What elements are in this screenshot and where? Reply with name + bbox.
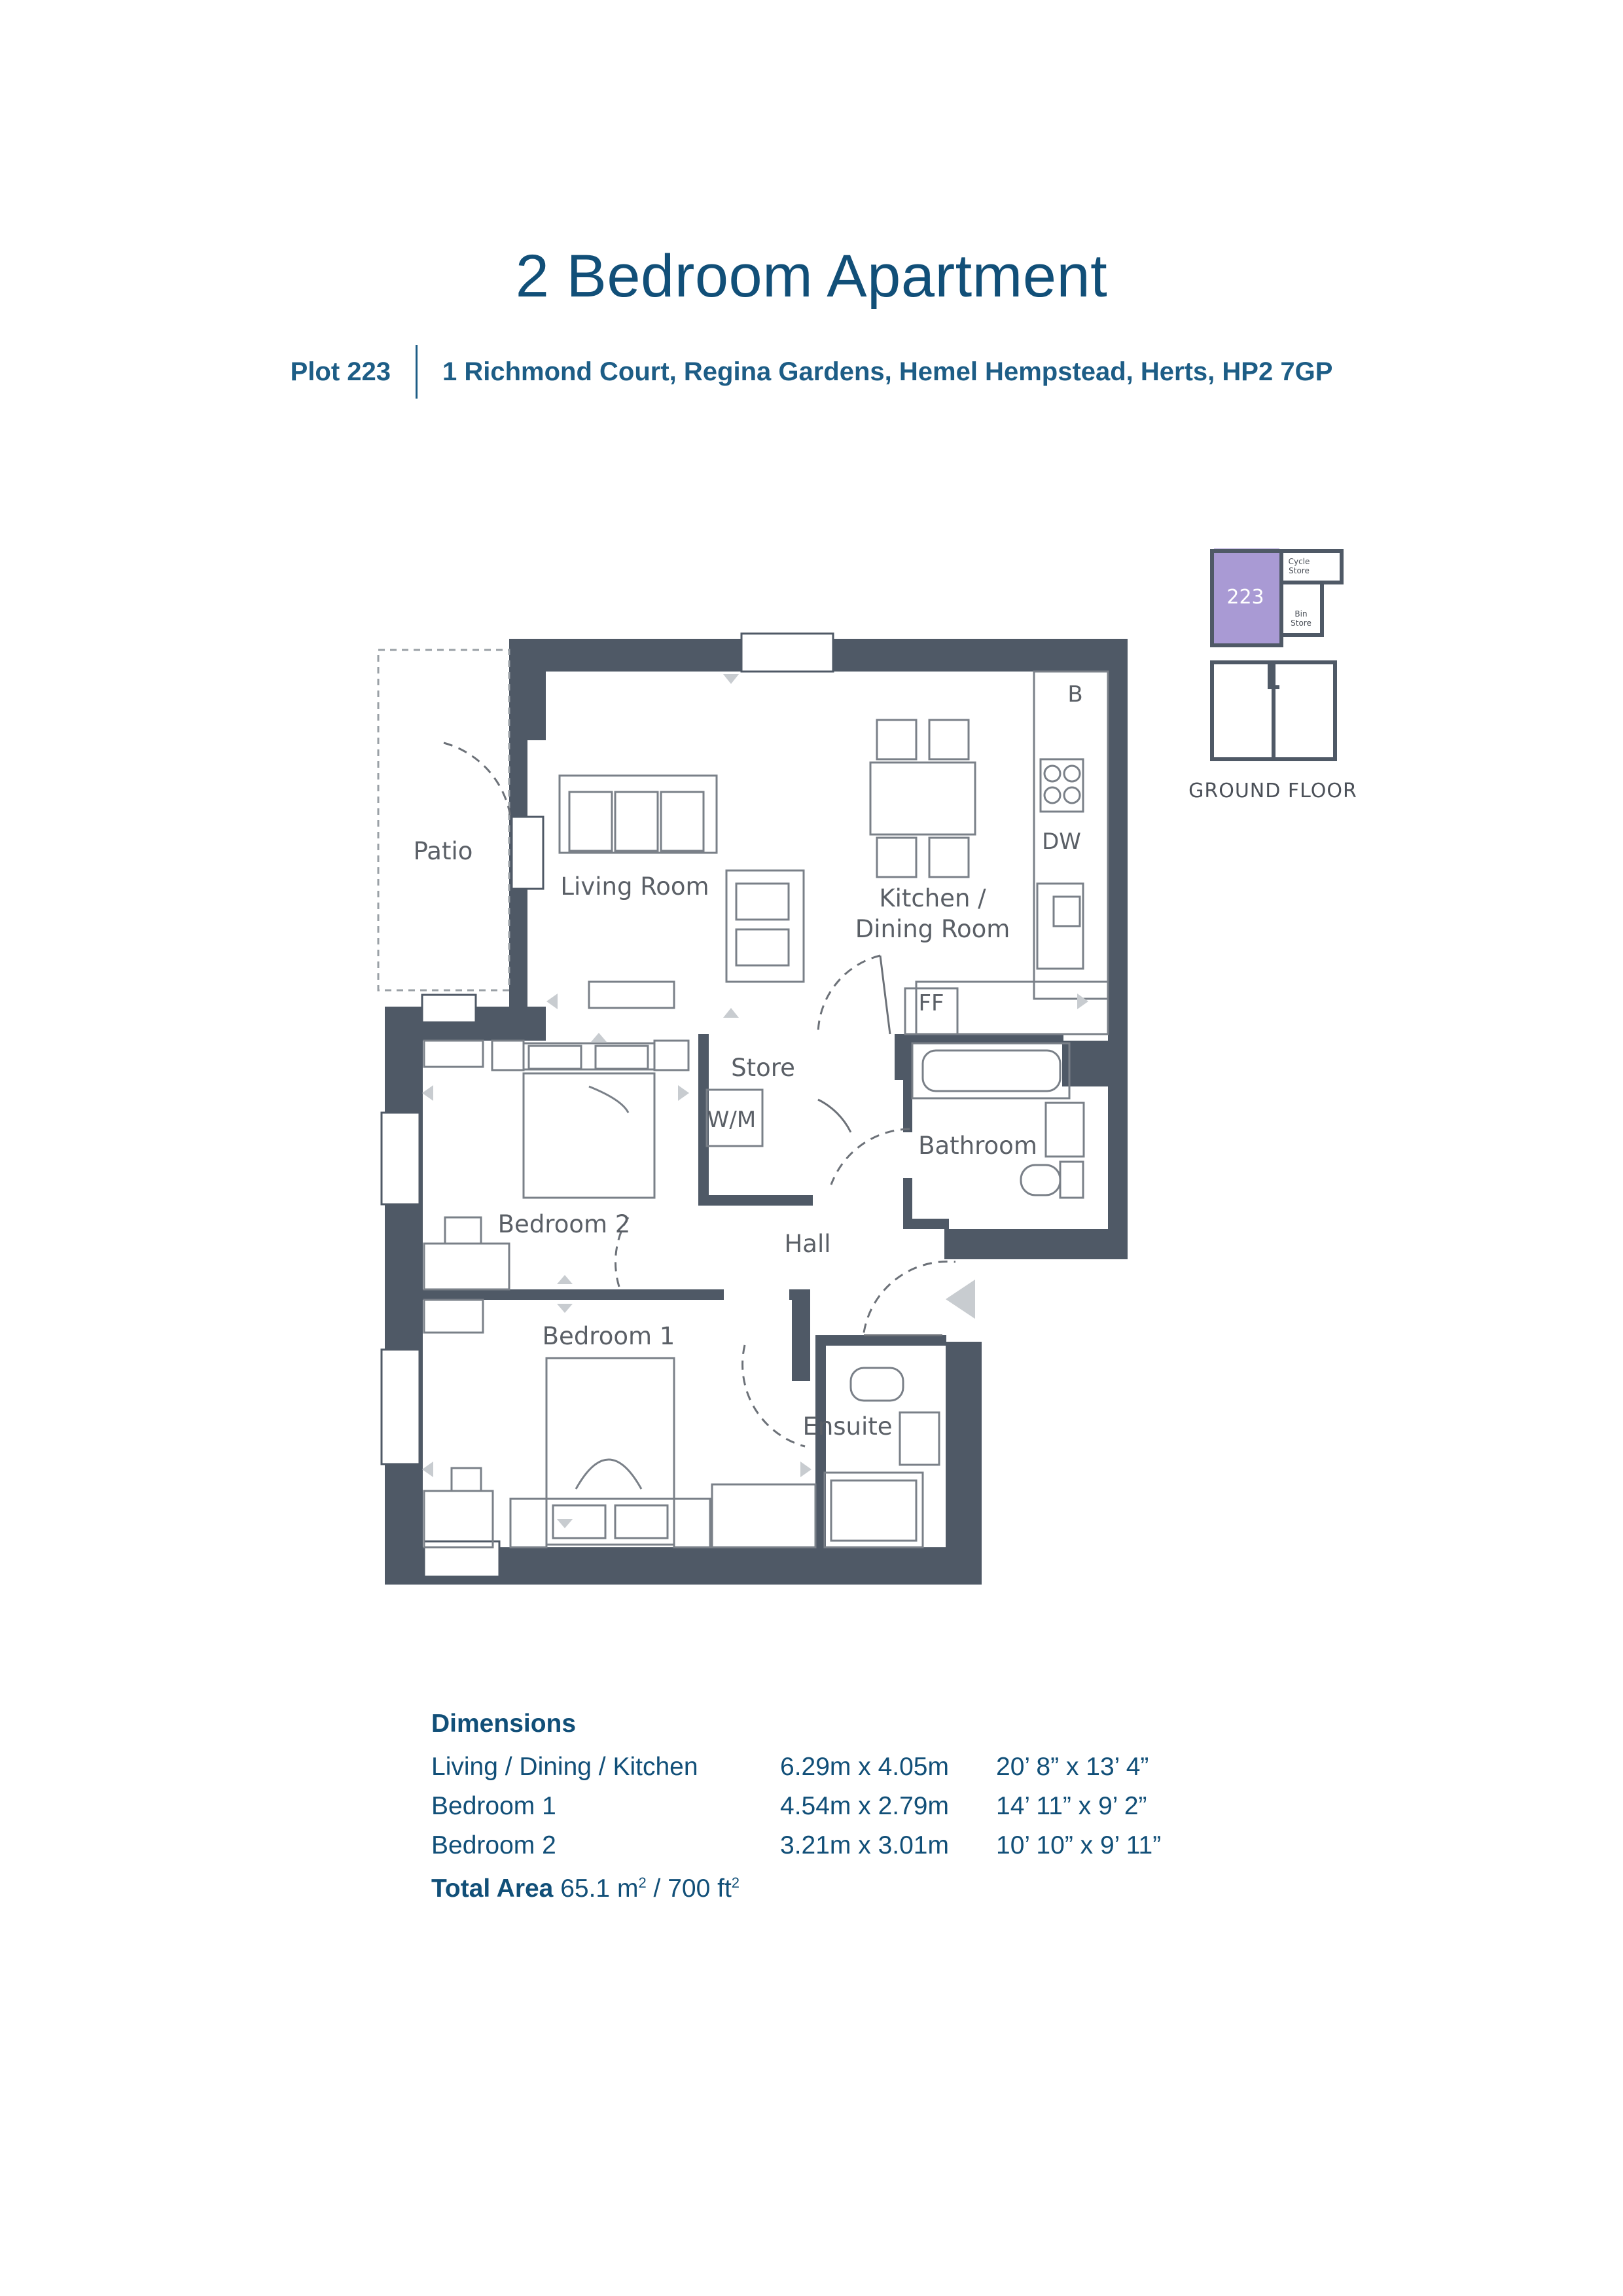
hall-label: Hall — [784, 1230, 830, 1258]
bedroom-2-label: Bedroom 2 — [498, 1210, 631, 1238]
plot-address-line: Plot 223 1 Richmond Court, Regina Garden… — [0, 345, 1623, 399]
table-row: Living / Dining / Kitchen 6.29m x 4.05m … — [431, 1748, 1192, 1787]
patio-outline — [377, 649, 510, 992]
squared-sup: 2 — [638, 1874, 647, 1891]
dimension-room: Living / Dining / Kitchen — [431, 1753, 698, 1781]
dimension-room: Bedroom 2 — [431, 1831, 556, 1859]
doors — [443, 742, 956, 1448]
dimension-imperial: 10’ 10” x 9’ 11” — [996, 1831, 1162, 1859]
total-area-imperial: 700 ft — [668, 1874, 732, 1903]
key-plan: 223 Cycle Store Bin Store GROUND FLOOR — [1188, 548, 1357, 802]
dimension-metric: 3.21m x 3.01m — [780, 1831, 949, 1859]
total-area-separator: / — [646, 1874, 668, 1903]
washing-machine-label: W/M — [707, 1107, 756, 1133]
total-area-label: Total Area — [431, 1874, 554, 1903]
dimensions-heading: Dimensions — [431, 1710, 577, 1738]
header-divider — [416, 345, 418, 399]
page-title: 2 Bedroom Apartment — [515, 243, 1108, 310]
total-area: Total Area 65.1 m2 / 700 ft2 — [431, 1874, 1192, 1903]
living-room-label: Living Room — [560, 872, 709, 901]
dishwasher-label: DW — [1042, 829, 1081, 855]
total-area-metric: 65.1 m — [560, 1874, 639, 1903]
bedroom-1-label: Bedroom 1 — [543, 1322, 675, 1350]
bin-store-label-1: Bin — [1294, 609, 1307, 619]
table-row: Bedroom 2 3.21m x 3.01m 10’ 10” x 9’ 11” — [431, 1826, 1192, 1865]
ground-floor-label: GROUND FLOOR — [1188, 780, 1357, 802]
bin-store-label-2: Store — [1291, 619, 1311, 628]
cycle-store-label-1: Cycle — [1289, 557, 1310, 566]
patio-label: Patio — [414, 837, 473, 865]
ensuite-label: Ensuite — [802, 1412, 892, 1441]
fridge-freezer-label: FF — [918, 990, 944, 1016]
cycle-store-label-2: Store — [1289, 566, 1310, 575]
store-label: Store — [731, 1054, 795, 1082]
dimension-metric: 4.54m x 2.79m — [780, 1792, 949, 1820]
room-labels: Patio Living Room Kitchen / Dining Room … — [414, 681, 1083, 1441]
dimension-imperial: 20’ 8” x 13’ 4” — [996, 1753, 1149, 1781]
direction-arrows — [422, 674, 1088, 1528]
dimensions-table: Dimensions Living / Dining / Kitchen 6.2… — [431, 1710, 1192, 1903]
plot-number: Plot 223 — [290, 357, 391, 386]
key-plan-plot-number: 223 — [1226, 586, 1264, 609]
windows — [380, 632, 834, 1578]
furniture — [423, 670, 1109, 1549]
dimension-room: Bedroom 1 — [431, 1792, 556, 1820]
kitchen-label-line1: Kitchen / — [879, 884, 986, 912]
bathroom-label: Bathroom — [918, 1132, 1037, 1160]
table-row: Bedroom 1 4.54m x 2.79m 14’ 11” x 9’ 2” — [431, 1787, 1192, 1826]
dimension-imperial: 14’ 11” x 9’ 2” — [996, 1792, 1147, 1820]
boiler-label: B — [1067, 681, 1082, 708]
dimension-metric: 6.29m x 4.05m — [780, 1753, 949, 1781]
kitchen-label-line2: Dining Room — [855, 915, 1010, 943]
squared-sup: 2 — [731, 1874, 740, 1891]
address: 1 Richmond Court, Regina Gardens, Hemel … — [442, 357, 1333, 386]
